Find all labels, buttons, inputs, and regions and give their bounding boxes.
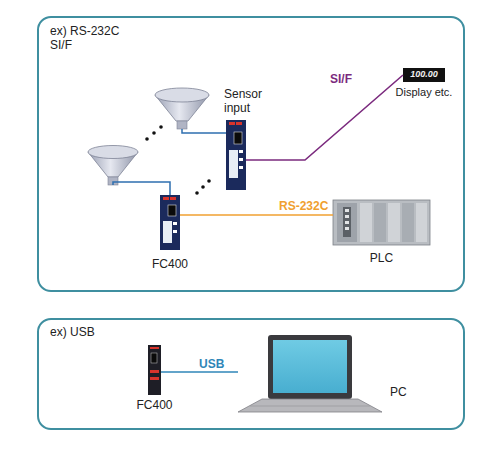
example-panel: ex) USBFC400PC [37,318,465,430]
example-panel: ex) RS-232C SI/FSensor input100.00Displa… [37,16,465,292]
part-label: FC400 [132,398,177,412]
signal-name: USB [199,357,224,371]
display-value: 100.00 [403,69,445,80]
signal-name: SI/F [330,72,352,86]
fc400-device [148,345,161,395]
sensor-wire [182,129,226,133]
fc400-device [160,195,180,250]
signal-line [161,371,238,373]
sensor-wire [113,182,170,195]
part-label: PC [390,385,420,399]
part-label: PLC [333,251,430,265]
pc-node: PC [238,335,382,413]
plc-node: PLC [333,200,430,245]
fc400-device: FC400 [148,345,161,395]
panel-heading: ex) RS-232C SI/F [50,24,126,52]
part-label: FC400 [148,257,192,271]
fc400-device: Sensor input [226,120,246,190]
hopper [88,146,138,186]
signal-name: RS-232C [279,199,328,213]
signal-line [246,75,403,160]
laptop [238,335,382,412]
hopper [155,88,209,129]
panel-heading: ex) USB [50,325,130,339]
signal-line [180,214,333,216]
fc400-device: FC400 [160,195,180,250]
display-device: 100.00Display etc. [403,68,445,82]
part-label: Display etc. [391,86,457,99]
fc400-device [226,120,246,190]
plc-rack [333,200,430,245]
part-label: Sensor input [224,87,272,115]
ellipsis-dots [145,125,211,195]
